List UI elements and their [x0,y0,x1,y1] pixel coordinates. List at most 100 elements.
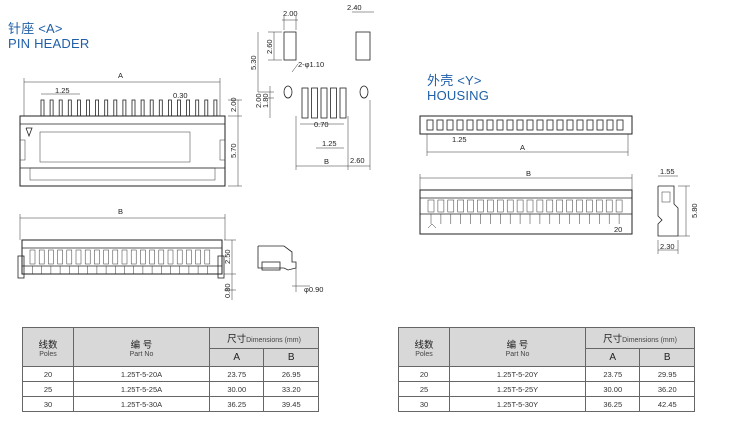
housing-cell [606,119,614,131]
pin-header-side-view: φ0.90 [257,245,323,294]
pin-header-title-cn: 针座 <A> [8,21,63,36]
pcb-pad [311,87,318,119]
spec-table-housing: 线数 Poles 编 号 Part No 尺寸Dimensions (mm) A… [398,327,695,412]
dim-phi-1-10: 2-φ1.10 [298,60,324,69]
housing-contact [596,199,603,213]
col-poles-header: 线数 Poles [398,327,450,367]
col-poles-header: 线数 Poles [22,327,74,367]
housing-contact [546,199,554,213]
dim-2-00-pcb: 2.00 [254,93,263,108]
housing-contact [457,199,464,213]
housing-cell [516,119,524,131]
table-row: 20 1.25T-5-20Y 23.75 29.95 [398,366,695,382]
housing-contact [427,199,435,213]
cell-b: 36.20 [639,381,695,397]
cell-poles: 30 [398,396,450,412]
contact [158,249,165,265]
pin [177,99,181,117]
pin [195,99,200,117]
contact [186,249,192,265]
spec-table-pin-header: 线数 Poles 编 号 Part No 尺寸Dimensions (mm) A… [22,327,319,412]
dim-2-60-vert: 2.60 [265,39,274,54]
col-b-header: B [639,348,695,367]
pin [104,99,109,117]
contact [66,249,73,265]
cell-b: 29.95 [639,366,695,382]
col-part-header: 编 号 Part No [449,327,586,367]
cell-poles: 20 [398,366,450,382]
contact [38,249,45,265]
housing-contact [536,199,544,213]
contact [103,249,109,265]
housing-contact [576,199,583,213]
dim-1-55: 1.55 [660,167,675,176]
contact [75,249,82,265]
pin-header-title-en: PIN HEADER [8,36,90,51]
housing-cell [526,119,534,131]
dim-2-00-header: 2.00 [229,97,238,112]
pin [204,99,209,117]
cell-poles: 25 [22,381,74,397]
pin [58,99,63,117]
housing-cell [536,119,544,131]
pin [113,99,118,117]
housing-cell [566,119,574,131]
pin-header-front-view: A 1.25 0.30 2.00 5.70 [19,71,242,187]
cell-poles: 20 [22,366,74,382]
housing-contact [467,199,474,213]
contact [48,249,54,265]
col-b-header: B [263,348,319,367]
pin [186,99,191,117]
cell-part: 1.25T-5-25A [73,381,210,397]
dim-a-housing: A [520,143,525,152]
table-row: 20 1.25T-5-20A 23.75 26.95 [22,366,319,382]
housing-contact [487,199,494,213]
cell-poles: 25 [398,381,450,397]
pin [213,99,218,117]
dim-2-30: 2.30 [660,242,675,251]
housing-contact [506,199,514,213]
pcb-pad [330,87,337,119]
dim-phi-0-90: φ0.90 [304,285,323,294]
cell-part: 1.25T-5-30A [73,396,210,412]
dim-1-80: 1.80 [261,93,270,108]
housing-contact [605,199,613,213]
pin [131,99,136,117]
cell-a: 36.25 [208,396,265,412]
table-row: 25 1.25T-5-25A 30.00 33.20 [22,381,319,397]
dim-a-header: A [118,71,123,80]
housing-contact [516,199,524,213]
housing-cell [506,119,514,131]
dim-5-80: 5.80 [690,203,699,218]
col-part-header: 编 号 Part No [73,327,210,367]
contact [204,249,211,265]
dim-pin-width: 0.30 [173,91,188,100]
cell-a: 30.00 [208,381,265,397]
pin-20-label: 20 [614,225,622,234]
dim-1-25-pcb: 1.25 [322,139,337,148]
housing-contact [526,199,534,213]
pin [49,99,54,117]
dim-2-50: 2.50 [223,249,232,264]
pcb-pad [320,87,328,119]
pin-header-bottom-view: B 2.50 0.80 [17,207,236,300]
contact [84,249,91,265]
col-a-header: A [584,348,641,367]
housing-contact [556,199,563,213]
housing-cell [436,119,444,131]
dim-b-pcb: B [324,157,329,166]
housing-contact [437,199,445,213]
pin [167,99,172,117]
contact [94,249,100,265]
housing-title-en: HOUSING [427,88,490,103]
pin [140,99,145,117]
cell-part: 1.25T-5-20A [73,366,210,382]
col-dimensions-header: 尺寸Dimensions (mm) [209,327,319,349]
pin [86,99,90,117]
pcb-pad [339,87,347,119]
housing-contact [447,199,455,213]
dim-b-housing: B [526,169,531,178]
cell-a: 36.25 [584,396,641,412]
housing-contact [566,199,573,213]
housing-cell [616,119,624,131]
